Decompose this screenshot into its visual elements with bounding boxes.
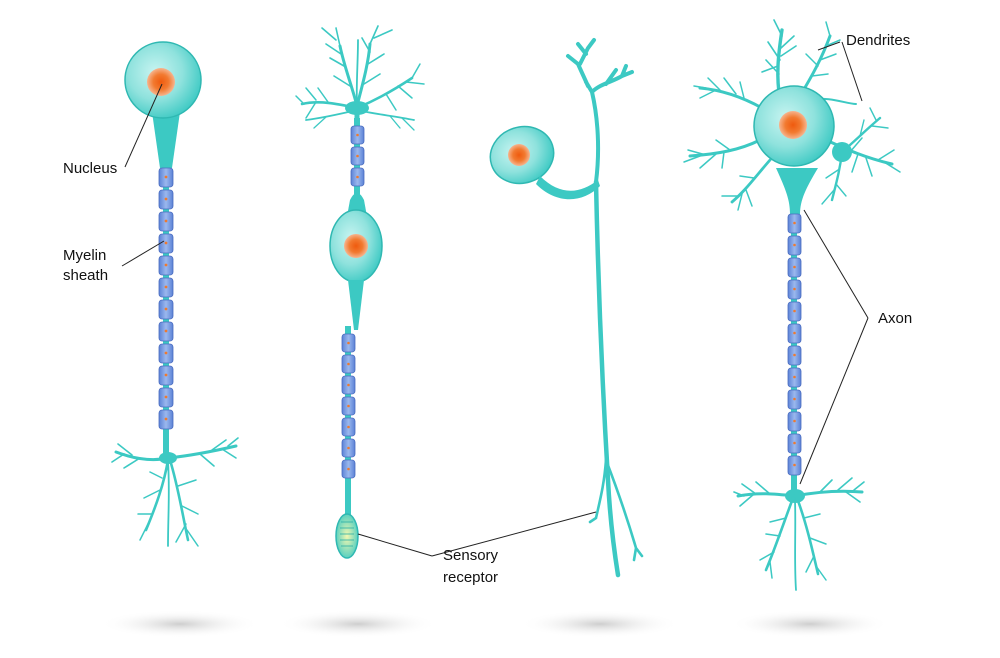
- ground-shadows: [100, 610, 890, 638]
- leader-nucleus: [124, 83, 163, 168]
- neuron-2-upper-myelin: [350, 125, 365, 187]
- neuron-4: [683, 19, 901, 591]
- neuron-1-axon-terminals: [111, 437, 239, 547]
- neuron-1-axon-cone: [152, 112, 180, 168]
- label-sensory-line1: Sensory: [443, 547, 499, 564]
- neuron-1-nucleus: [147, 68, 175, 96]
- label-axon: Axon: [878, 310, 913, 327]
- label-myelin-line1: Myelin: [63, 247, 107, 264]
- leader-sensory-2: [431, 511, 597, 557]
- leader-axon-2: [799, 317, 869, 485]
- label-sensory-line2: receptor: [443, 569, 499, 586]
- leader-dendrites-1: [817, 41, 841, 51]
- neuron-3-peripheral-branch: [593, 179, 621, 578]
- neuron-1-myelin-sheath: [158, 167, 174, 430]
- neuron-2: [295, 25, 425, 559]
- label-myelin-line2: sheath: [63, 267, 109, 284]
- shadow-neuron-2: [278, 610, 438, 638]
- neuron-2-nucleus: [344, 234, 368, 258]
- neuron-2-lower-myelin: [341, 333, 356, 479]
- leader-lines: [121, 41, 869, 557]
- neuron-4-axon-terminals: [733, 477, 865, 591]
- leader-dendrites-2: [841, 41, 863, 102]
- leader-sensory-1: [357, 533, 433, 557]
- leader-axon-1: [803, 209, 869, 319]
- neuron-3-nucleus: [508, 144, 530, 166]
- shadow-neuron-4: [730, 610, 890, 638]
- shadow-neuron-3: [520, 610, 680, 638]
- neuron-1: [111, 41, 239, 547]
- neuron-3-stem: [536, 176, 600, 200]
- neuron-3: [489, 38, 644, 578]
- neuron-3-central-branch: [566, 38, 634, 184]
- neuron-4-secondary-soma: [832, 142, 852, 162]
- label-dendrites: Dendrites: [846, 32, 911, 49]
- neuron-2-sensory-receptor: [335, 513, 359, 559]
- neuron-4-myelin-sheath: [787, 213, 802, 476]
- neuron-4-axon-cone: [776, 168, 818, 214]
- neuron-3-branch-split: [588, 458, 644, 562]
- neuron-4-nucleus: [779, 111, 807, 139]
- label-nucleus: Nucleus: [63, 160, 118, 177]
- neuron-2-dendrites: [295, 25, 425, 131]
- leader-myelin: [121, 240, 165, 267]
- shadow-neuron-1: [100, 610, 260, 638]
- neuron-2-lower-cone: [348, 280, 364, 330]
